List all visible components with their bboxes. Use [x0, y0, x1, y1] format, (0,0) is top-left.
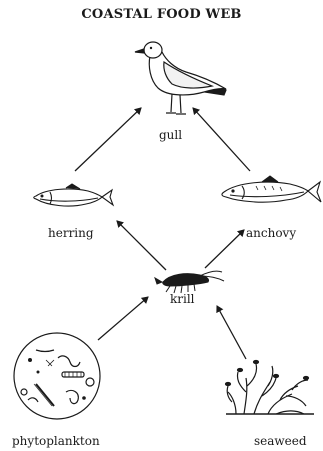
herring-label: herring — [48, 226, 94, 240]
arrow-herring-to-gull — [75, 108, 141, 171]
seaweed-icon — [226, 361, 315, 415]
herring-icon — [34, 184, 113, 206]
arrow-phytoplankton-to-krill — [98, 297, 148, 340]
anchovy-label: anchovy — [246, 226, 296, 240]
phytoplankton-icon — [14, 333, 100, 419]
krill-icon — [155, 271, 224, 293]
anchovy-icon — [222, 176, 321, 202]
arrow-anchovy-to-gull — [193, 108, 250, 171]
seaweed-label: seaweed — [254, 434, 307, 448]
arrow-seaweed-to-krill — [217, 306, 246, 359]
arrow-krill-to-anchovy — [205, 230, 244, 268]
gull-label: gull — [159, 128, 182, 142]
gull-icon — [135, 42, 226, 114]
arrow-krill-to-herring — [117, 221, 166, 270]
arrows — [75, 108, 250, 359]
krill-label: krill — [170, 292, 195, 306]
phytoplankton-label: phytoplankton — [12, 434, 100, 448]
